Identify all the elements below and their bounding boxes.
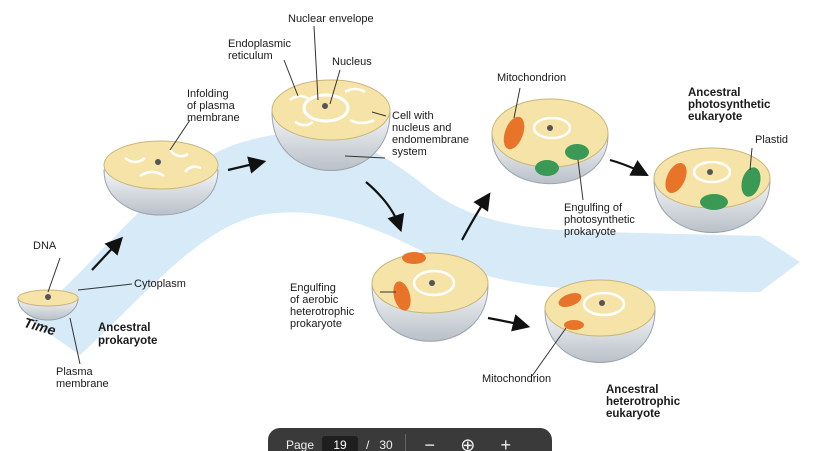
label-ancestral-prokaryote-2: prokaryote bbox=[98, 335, 157, 348]
label-mitochondrion-bottom: Mitochondrion bbox=[482, 373, 551, 385]
engulfing-photosynthetic-cell bbox=[492, 99, 608, 184]
label-nuclear-envelope: Nuclear envelope bbox=[288, 13, 374, 25]
label-cell-with-4: system bbox=[392, 146, 427, 158]
label-mitochondrion-top: Mitochondrion bbox=[497, 72, 566, 84]
label-nucleus: Nucleus bbox=[332, 56, 372, 68]
label-cell-with-1: Cell with bbox=[392, 110, 434, 122]
label-engulfing-photosynthetic-3: prokaryote bbox=[564, 226, 616, 238]
label-infolding-2: of plasma bbox=[187, 100, 235, 112]
label-ancestral-heterotrophic-1: Ancestral bbox=[606, 384, 658, 397]
label-ancestral-photosynthetic-1: Ancestral bbox=[688, 87, 740, 100]
label-endoplasmic-reticulum-2: reticulum bbox=[228, 50, 273, 62]
label-ancestral-heterotrophic-3: eukaryote bbox=[606, 408, 660, 421]
label-engulfing-aerobic-1: Engulfing bbox=[290, 282, 336, 294]
label-engulfing-aerobic-4: prokaryote bbox=[290, 318, 342, 330]
label-engulfing-aerobic-3: heterotrophic bbox=[290, 306, 354, 318]
label-infolding-1: Infolding bbox=[187, 88, 229, 100]
label-engulfing-aerobic-2: of aerobic bbox=[290, 294, 338, 306]
total-pages: 30 bbox=[379, 438, 392, 451]
label-cell-with-3: endomembrane bbox=[392, 134, 469, 146]
page-word: Page bbox=[286, 438, 314, 451]
zoom-in-button[interactable]: + bbox=[494, 435, 518, 451]
label-plasma-membrane-1: Plasma bbox=[56, 366, 93, 378]
zoom-fit-button[interactable]: ⊕ bbox=[456, 435, 480, 451]
label-cell-with-2: nucleus and bbox=[392, 122, 451, 134]
engulfing-aerobic-cell bbox=[372, 252, 488, 341]
page-separator: / bbox=[366, 438, 369, 451]
ancestral-heterotrophic-eukaryote-cell bbox=[545, 280, 655, 363]
label-plasma-membrane-2: membrane bbox=[56, 378, 109, 390]
label-plastid: Plastid bbox=[755, 134, 788, 146]
page-number-input[interactable]: 19 bbox=[322, 436, 358, 451]
label-ancestral-photosynthetic-3: eukaryote bbox=[688, 111, 742, 124]
page-toolbar: Page 19 / 30 − ⊕ + bbox=[268, 428, 552, 451]
label-ancestral-heterotrophic-2: heterotrophic bbox=[606, 396, 680, 409]
toolbar-divider bbox=[405, 434, 406, 451]
label-cytoplasm: Cytoplasm bbox=[134, 278, 186, 290]
ancestral-photosynthetic-eukaryote-cell bbox=[654, 148, 770, 233]
label-infolding-3: membrane bbox=[187, 112, 240, 124]
label-engulfing-photosynthetic-2: photosynthetic bbox=[564, 214, 635, 226]
zoom-out-button[interactable]: − bbox=[418, 435, 442, 451]
label-dna: DNA bbox=[33, 240, 56, 252]
label-endoplasmic-reticulum-1: Endoplasmic bbox=[228, 38, 291, 50]
label-ancestral-prokaryote-1: Ancestral bbox=[98, 322, 150, 335]
label-engulfing-photosynthetic-1: Engulfing of bbox=[564, 202, 622, 214]
label-ancestral-photosynthetic-2: photosynthetic bbox=[688, 99, 770, 112]
